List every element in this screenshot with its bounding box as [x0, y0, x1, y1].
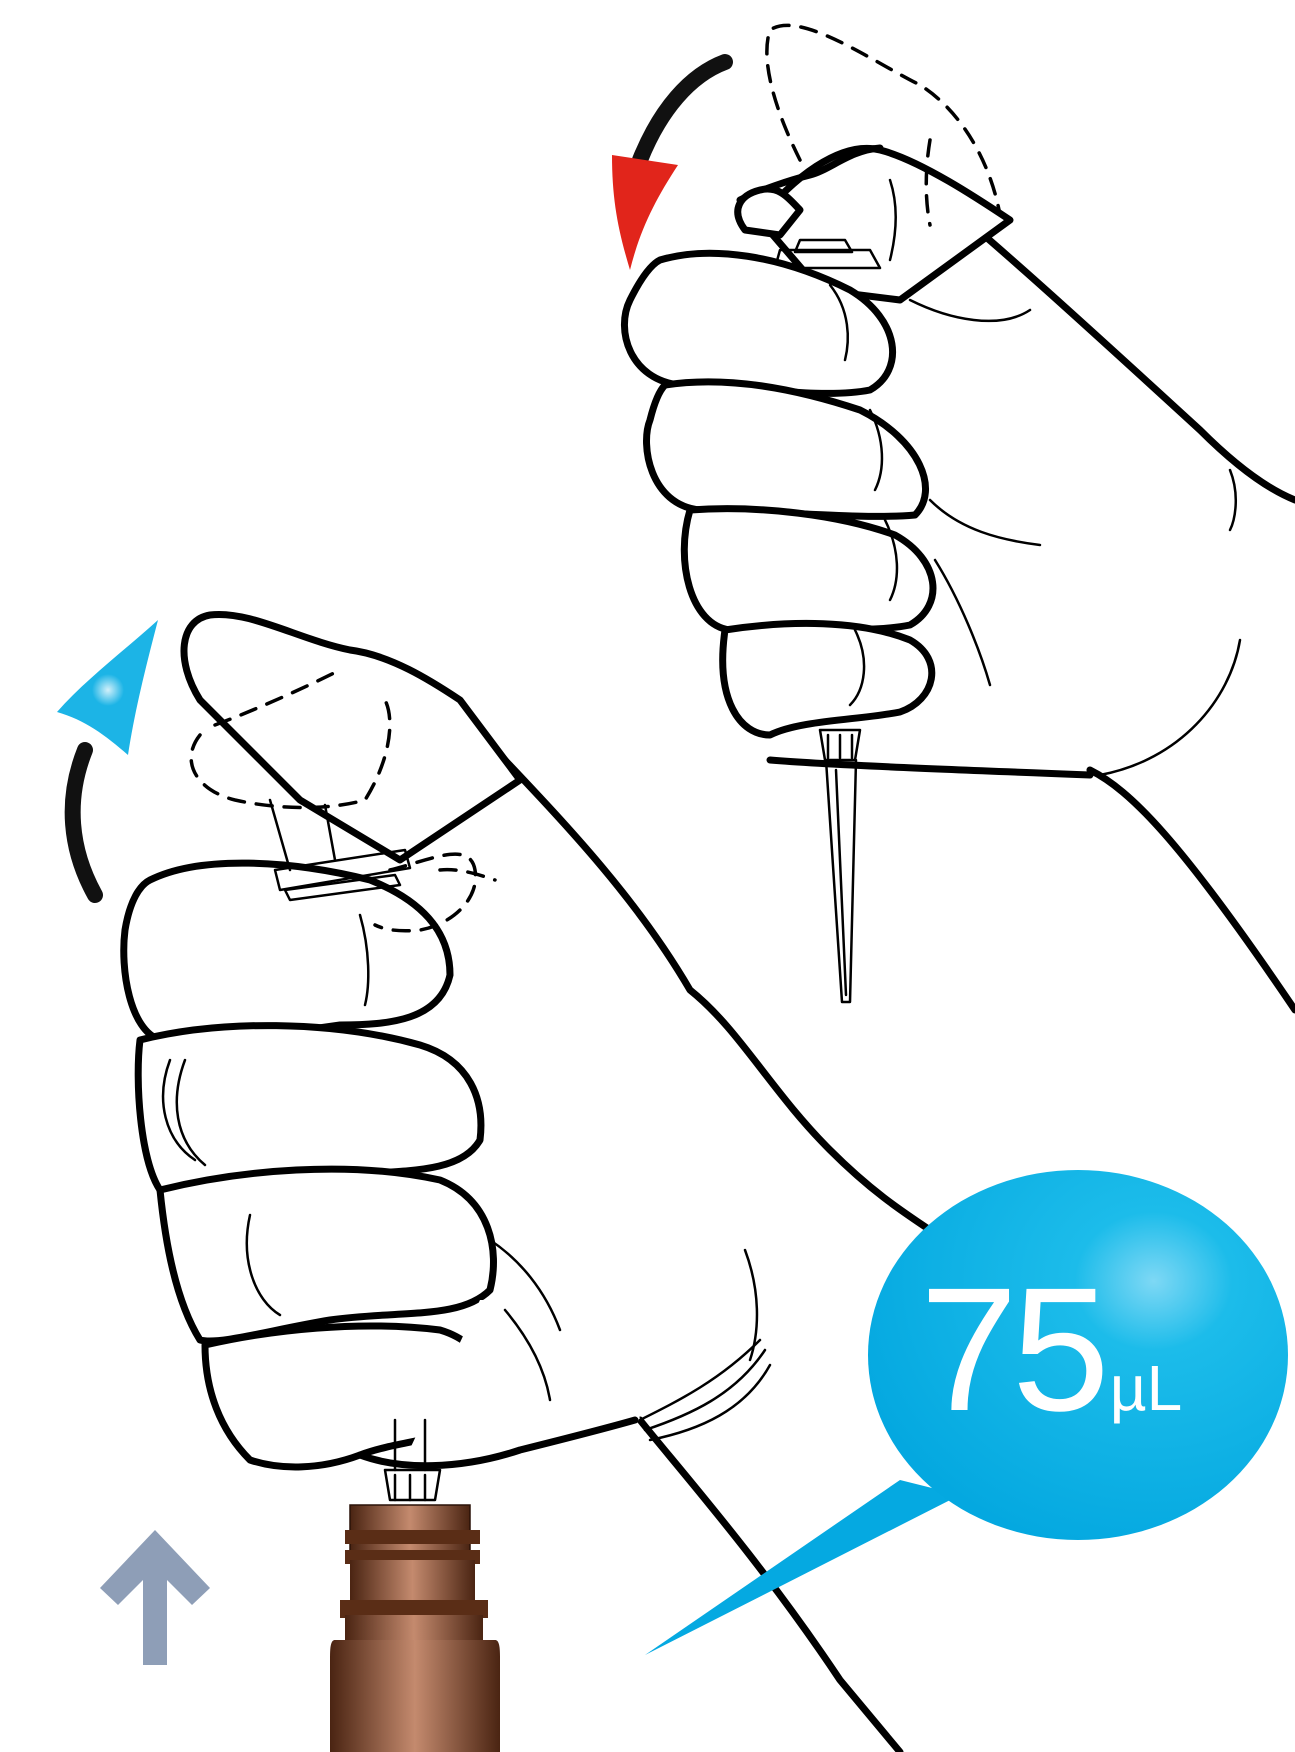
lower-hand-releasing	[124, 614, 940, 1752]
curved-arrow-down-icon	[612, 62, 725, 270]
arrow-up-icon	[100, 1530, 210, 1665]
lower-thumb-tip-outline	[440, 870, 495, 880]
volume-label: 75 µL	[920, 1265, 1182, 1435]
volume-unit: µL	[1110, 1351, 1182, 1425]
reagent-bottle	[330, 1505, 500, 1752]
curved-arrow-up-icon	[57, 620, 158, 895]
upper-hand-pressing	[624, 148, 1295, 1030]
volume-value: 75	[920, 1265, 1104, 1435]
